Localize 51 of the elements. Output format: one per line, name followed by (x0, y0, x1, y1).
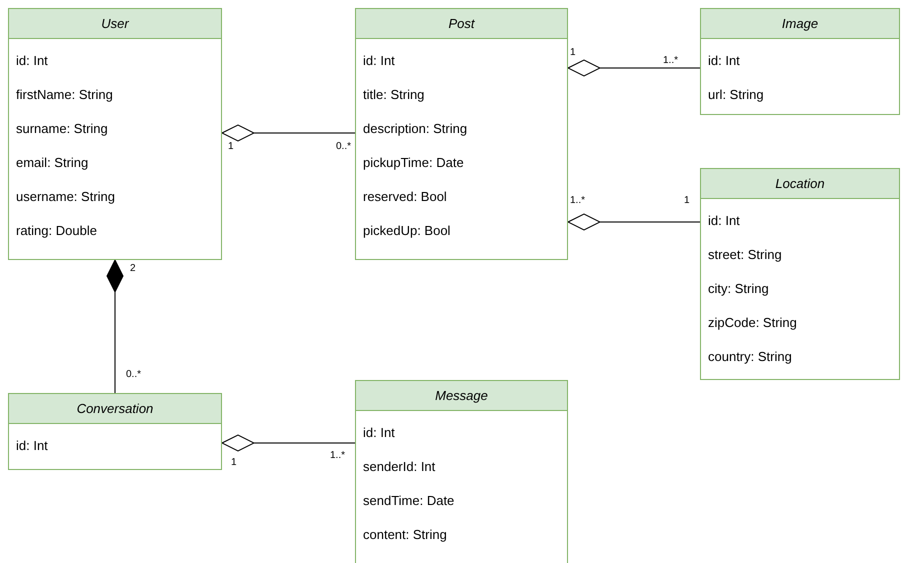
attribute: id: Int (16, 53, 48, 69)
attribute: rating: Double (16, 223, 97, 239)
class-box (8, 393, 222, 470)
attribute: content: String (363, 527, 447, 543)
class-name: Post (356, 9, 567, 39)
class-name: Message (356, 381, 567, 411)
attribute: description: String (363, 121, 468, 137)
attribute: id: Int (708, 213, 740, 229)
attribute: senderId: Int (363, 459, 436, 475)
class-box (355, 8, 568, 260)
aggregation-line (106, 260, 124, 394)
attribute: url: String (708, 87, 764, 103)
multiplicity: 1 (570, 47, 576, 59)
multiplicity: 2 (130, 263, 136, 275)
attribute: zipCode: String (708, 315, 797, 331)
class-box (700, 168, 900, 380)
attribute: pickedUp: Bool (363, 223, 450, 239)
class-name: User (9, 9, 221, 39)
class-name: Conversation (9, 394, 221, 424)
attribute: country: String (708, 349, 792, 365)
multiplicity: 1 (228, 141, 234, 153)
attribute: pickupTime: Date (363, 155, 464, 171)
attribute: city: String (708, 281, 769, 297)
class-name: Image (701, 9, 899, 39)
attribute: id: Int (708, 53, 740, 69)
attribute: id: Int (363, 425, 395, 441)
attribute: firstName: String (16, 87, 113, 103)
aggregation-line (568, 214, 700, 230)
multiplicity: 1 (231, 457, 237, 469)
attribute: username: String (16, 189, 115, 205)
multiplicity: 1..* (662, 55, 678, 67)
multiplicity: 0..* (126, 369, 142, 381)
attribute: id: Int (363, 53, 395, 69)
aggregation-line (222, 434, 356, 452)
class-box (355, 380, 568, 563)
class-name: Location (701, 169, 899, 199)
attribute: email: String (16, 155, 88, 171)
attribute: surname: String (16, 121, 108, 137)
attribute: reserved: Bool (363, 189, 447, 205)
aggregation-line (222, 124, 356, 142)
attribute: street: String (708, 247, 782, 263)
multiplicity: 1..* (570, 195, 586, 207)
class-box (700, 8, 900, 115)
attribute: sendTime: Date (363, 493, 454, 509)
multiplicity: 1..* (330, 450, 345, 462)
attribute: id: Int (16, 438, 48, 454)
attribute: title: String (363, 87, 424, 103)
aggregation-line (568, 60, 700, 76)
multiplicity: 0..* (336, 141, 351, 153)
class-box (8, 8, 222, 260)
multiplicity: 1 (684, 195, 690, 207)
